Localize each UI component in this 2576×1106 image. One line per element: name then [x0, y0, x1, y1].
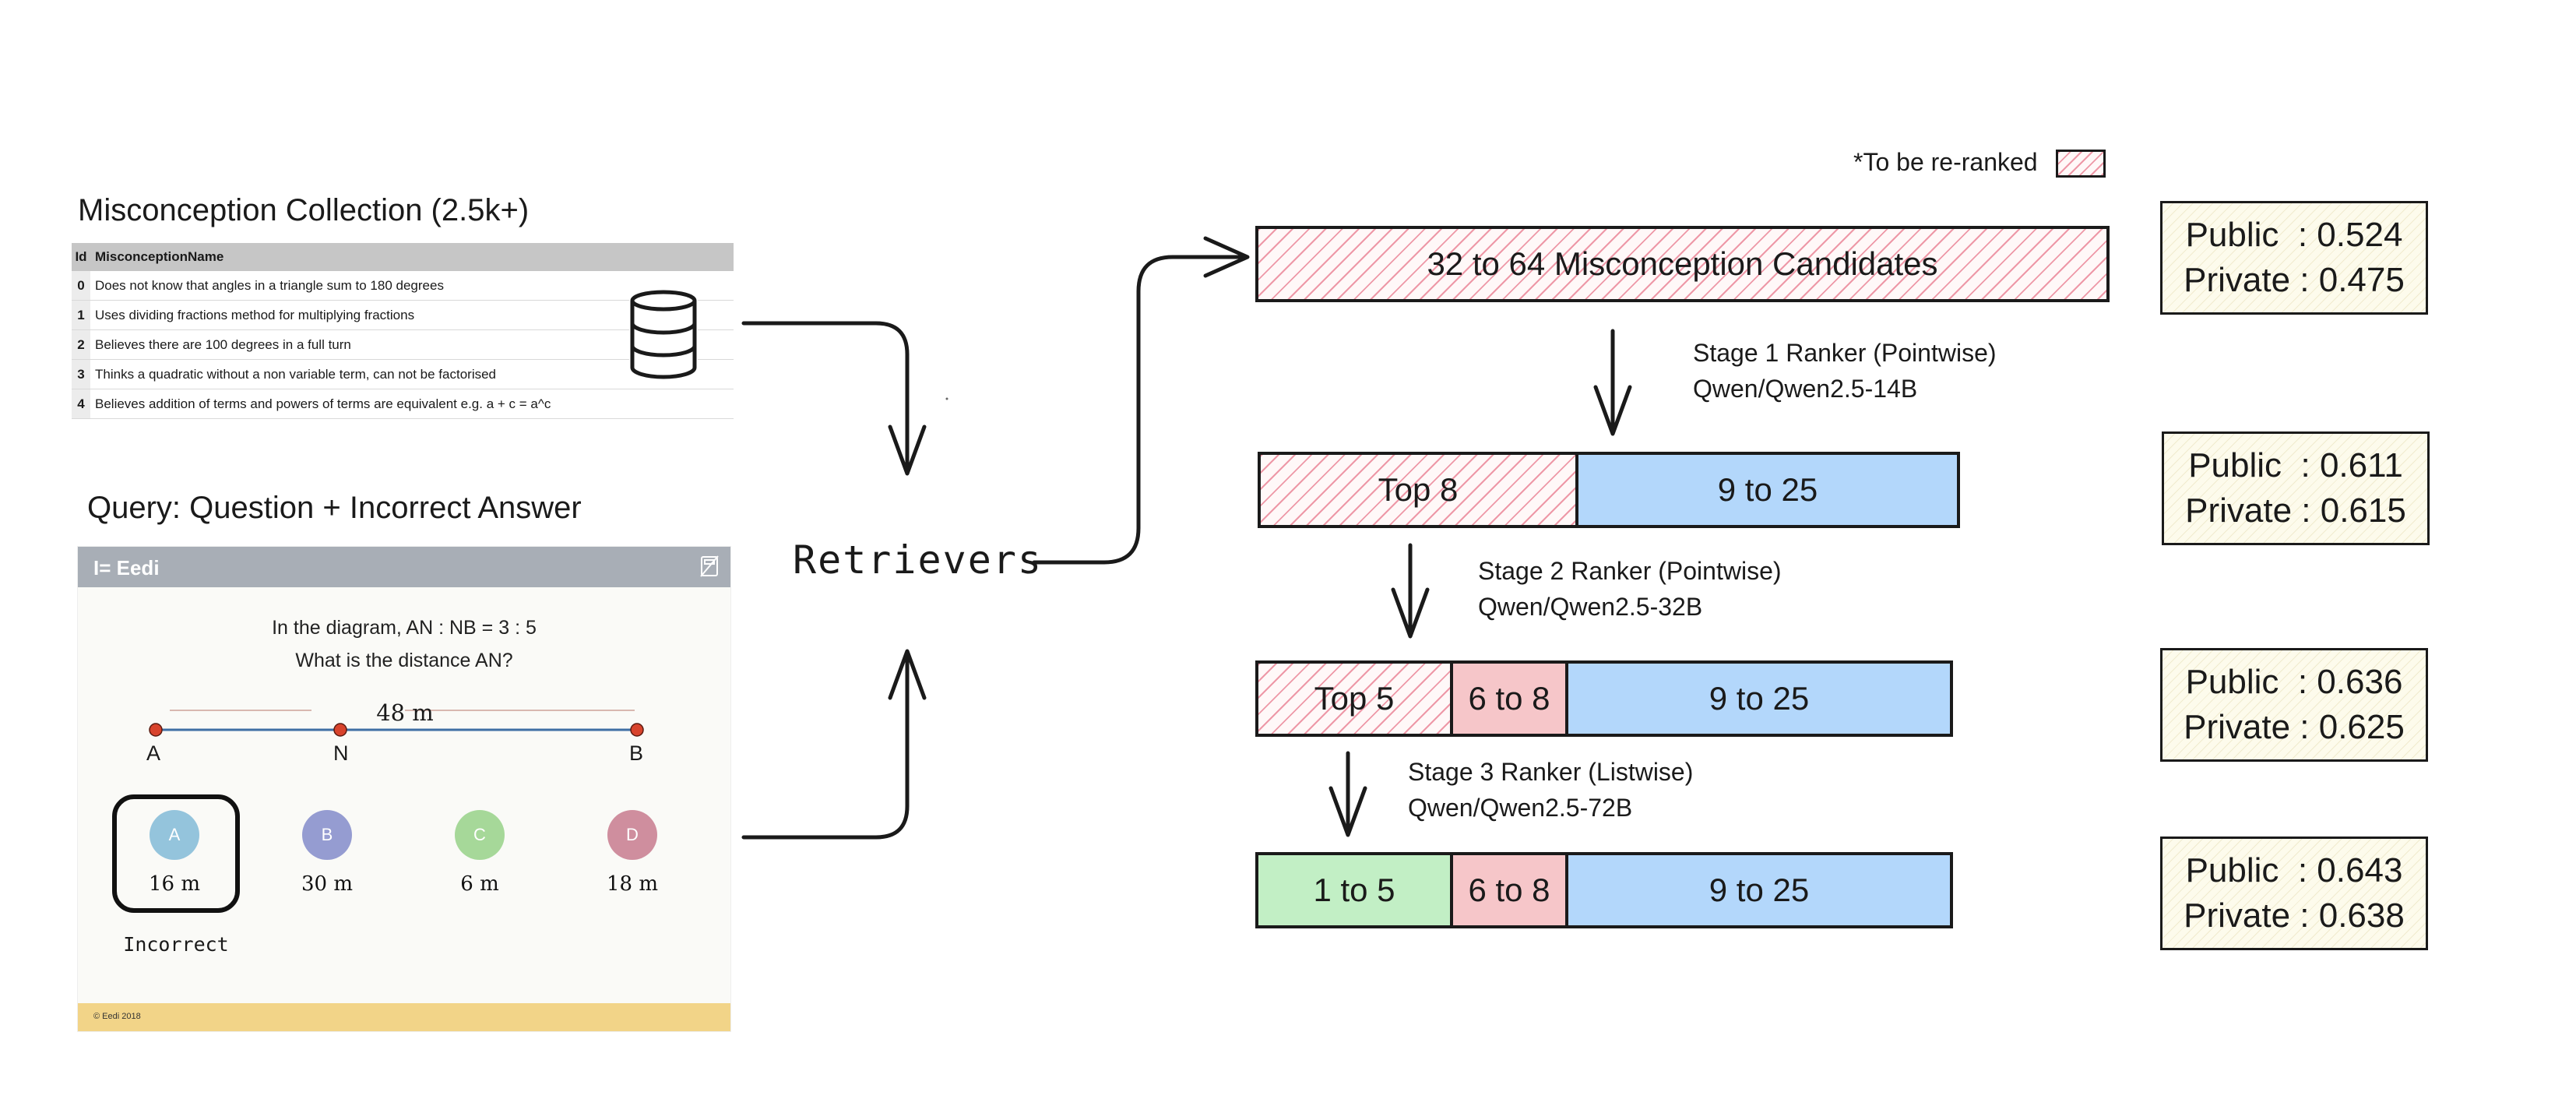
private-score: Private : 0.475 — [2184, 261, 2405, 299]
arrow-query-to-retrievers — [741, 652, 910, 840]
stage-1-label: Stage 1 Ranker (Pointwise) Qwen/Qwen2.5-… — [1693, 335, 1997, 407]
segment-9-to-25: 9 to 25 — [1565, 855, 1950, 925]
point-a — [149, 723, 163, 737]
row-id: 2 — [72, 329, 90, 360]
question-footer: © Eedi 2018 — [78, 1003, 730, 1031]
segment-9-to-25: 9 to 25 — [1575, 455, 1957, 525]
stage-2-bar: Top 5 6 to 8 9 to 25 — [1255, 660, 1953, 737]
row-misconception-name: Does not know that angles in a triangle … — [90, 271, 734, 301]
table-row: 2 Believes there are 100 degrees in a fu… — [72, 329, 734, 360]
misconception-table: Id MisconceptionName 0 Does not know tha… — [72, 243, 734, 419]
point-label-b: B — [629, 741, 644, 765]
stage-1-model: Qwen/Qwen2.5-14B — [1693, 375, 1918, 403]
option-d-icon[interactable]: D — [607, 810, 657, 860]
query-title: Query: Question + Incorrect Answer — [87, 491, 582, 525]
public-score: Public : 0.524 — [2185, 216, 2403, 254]
column-header-id: Id — [72, 243, 90, 271]
arrow-retrievers-to-candidates — [1032, 255, 1247, 565]
option-a-icon[interactable]: A — [150, 810, 199, 860]
public-score: Public : 0.611 — [2188, 446, 2403, 484]
legend-hatch-swatch — [2056, 150, 2106, 178]
stage-3-title: Stage 3 Ranker (Listwise) — [1408, 758, 1694, 786]
score-box-candidates: Public : 0.524 Private : 0.475 — [2160, 201, 2428, 315]
table-header-row: Id MisconceptionName — [72, 243, 734, 271]
question-line-2: What is the distance AN? — [295, 650, 513, 671]
incorrect-label: Incorrect — [123, 933, 229, 956]
selected-answer-box[interactable] — [112, 794, 240, 913]
row-misconception-name: Believes addition of terms and powers of… — [90, 389, 734, 419]
option-b-icon[interactable]: B — [302, 810, 352, 860]
score-box-stage-1: Public : 0.611 Private : 0.615 — [2162, 431, 2430, 545]
database-icon — [629, 290, 698, 380]
option-a-value: 16 m — [148, 872, 200, 896]
candidates-segment: 32 to 64 Misconception Candidates — [1258, 229, 2106, 299]
row-id: 1 — [72, 300, 90, 330]
public-score: Public : 0.636 — [2185, 663, 2403, 701]
candidates-bar: 32 to 64 Misconception Candidates — [1255, 226, 2110, 302]
segment-top-5: Top 5 — [1258, 664, 1450, 734]
segment-6-to-8: 6 to 8 — [1450, 664, 1565, 734]
public-score: Public : 0.643 — [2185, 851, 2403, 889]
stage-2-model: Qwen/Qwen2.5-32B — [1478, 593, 1703, 621]
score-box-stage-2: Public : 0.636 Private : 0.625 — [2160, 648, 2428, 762]
stage-3-bar: 1 to 5 6 to 8 9 to 25 — [1255, 852, 1953, 928]
row-id: 4 — [72, 389, 90, 419]
row-misconception-name: Uses dividing fractions method for multi… — [90, 300, 734, 330]
calculator-disabled-icon — [700, 555, 719, 577]
stage-2-label: Stage 2 Ranker (Pointwise) Qwen/Qwen2.5-… — [1478, 553, 1782, 625]
legend-label: *To be re-ranked — [1853, 148, 2038, 176]
row-misconception-name: Thinks a quadratic without a non variabl… — [90, 359, 734, 389]
private-score: Private : 0.615 — [2185, 491, 2406, 530]
stage-2-title: Stage 2 Ranker (Pointwise) — [1478, 557, 1782, 585]
row-id: 3 — [72, 359, 90, 389]
row-misconception-name: Believes there are 100 degrees in a full… — [90, 329, 734, 360]
stage-3-label: Stage 3 Ranker (Listwise) Qwen/Qwen2.5-7… — [1408, 754, 1693, 826]
segment-1-to-5: 1 to 5 — [1258, 855, 1450, 925]
question-header: I= Eedi — [78, 547, 730, 587]
number-line-diagram — [149, 710, 644, 737]
table-row: 4 Believes addition of terms and powers … — [72, 389, 734, 419]
table-row: 3 Thinks a quadratic without a non varia… — [72, 359, 734, 389]
stage-1-bar: Top 8 9 to 25 — [1258, 452, 1960, 528]
misconception-collection-title: Misconception Collection (2.5k+) — [78, 193, 530, 227]
private-score: Private : 0.638 — [2184, 896, 2405, 935]
point-b — [630, 723, 644, 737]
table-row: 1 Uses dividing fractions method for mul… — [72, 300, 734, 330]
option-d-value: 18 m — [606, 872, 658, 896]
stage-3-model: Qwen/Qwen2.5-72B — [1408, 794, 1633, 822]
arrow-collection-to-retrievers — [741, 321, 910, 474]
score-box-stage-3: Public : 0.643 Private : 0.638 — [2160, 837, 2428, 950]
table-row: 0 Does not know that angles in a triangl… — [72, 271, 734, 301]
option-c-value: 6 m — [460, 872, 499, 896]
question-card: I= Eedi In the diagram, AN : NB = 3 : 5 … — [78, 547, 730, 1031]
point-label-n: N — [333, 741, 349, 765]
legend: *To be re-ranked — [1853, 148, 2038, 177]
private-score: Private : 0.625 — [2184, 708, 2405, 746]
option-c-icon[interactable]: C — [455, 810, 505, 860]
segment-top-8: Top 8 — [1261, 455, 1575, 525]
point-n — [333, 723, 347, 737]
option-b-value: 30 m — [301, 872, 353, 896]
point-label-a: A — [146, 741, 161, 765]
distance-label: 48 m — [376, 699, 434, 726]
retrievers-label: Retrievers — [793, 537, 1043, 583]
question-line-1: In the diagram, AN : NB = 3 : 5 — [272, 617, 537, 639]
segment-9-to-25: 9 to 25 — [1565, 664, 1950, 734]
stage-1-title: Stage 1 Ranker (Pointwise) — [1693, 339, 1997, 367]
copyright-text: © Eedi 2018 — [93, 1012, 141, 1021]
segment-6-to-8: 6 to 8 — [1450, 855, 1565, 925]
brand-logo: I= Eedi — [93, 556, 160, 579]
column-header-misconception-name: MisconceptionName — [90, 243, 734, 271]
row-id: 0 — [72, 271, 90, 301]
